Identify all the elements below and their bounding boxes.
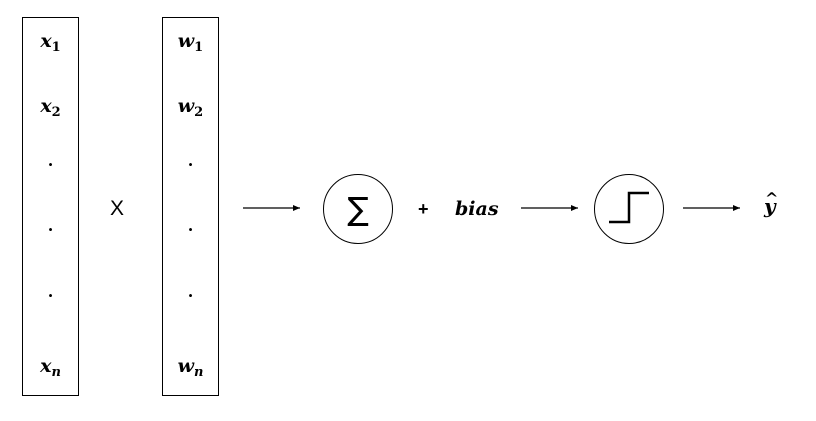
input-xn: xn [40, 355, 61, 380]
weight-ellipsis-dot: · [187, 286, 194, 305]
bias-label: bias [455, 198, 499, 220]
output-y-hat: y^ [764, 189, 779, 218]
input-x1: x1 [40, 30, 61, 55]
weight-vector-box: w1 w2 · · · wn [162, 17, 219, 396]
weight-w1: w1 [177, 30, 204, 55]
input-ellipsis-dot: · [47, 286, 54, 305]
plus-operator: + [418, 199, 429, 219]
input-vector-box: x1 x2 · · · xn [22, 17, 79, 396]
multiply-operator: X [110, 197, 125, 220]
summation-node: ∑ [323, 174, 393, 244]
weight-ellipsis-dot: · [187, 220, 194, 239]
input-x2: x2 [40, 95, 61, 120]
sigma-symbol: ∑ [347, 190, 369, 228]
weight-wn: wn [177, 355, 204, 380]
input-ellipsis-dot: · [47, 220, 54, 239]
weight-w2: w2 [177, 95, 204, 120]
weight-ellipsis-dot: · [187, 155, 194, 174]
input-ellipsis-dot: · [47, 155, 54, 174]
activation-node [594, 174, 664, 244]
